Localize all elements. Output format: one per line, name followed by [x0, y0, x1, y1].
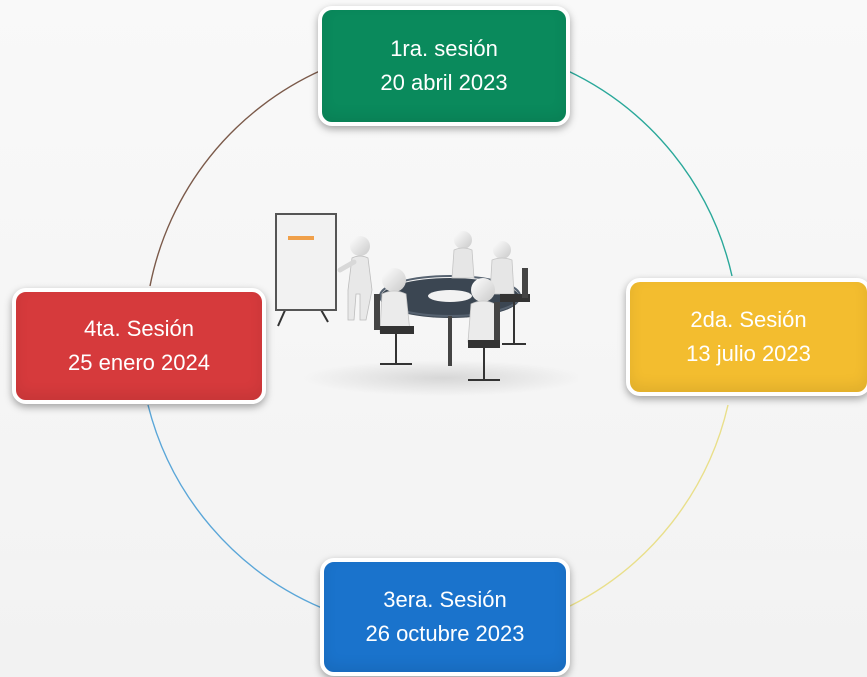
meeting-table-presentation-icon: [275, 213, 578, 396]
session-2-title: 2da. Sesión: [690, 306, 807, 332]
session-box-4: 4ta. Sesión 25 enero 2024: [12, 288, 266, 404]
connector-arc-3-4: [147, 404, 323, 609]
session-box-1: 1ra. sesión 20 abril 2023: [318, 6, 570, 126]
connector-arc-1-2: [565, 69, 733, 277]
presenter-figure: [337, 236, 373, 321]
flipchart: [275, 213, 337, 327]
session-1-date: 20 abril 2023: [380, 70, 508, 95]
session-box-2: 2da. Sesión 13 julio 2023: [626, 278, 867, 396]
session-4-date: 25 enero 2024: [68, 350, 210, 375]
seated-figures: [374, 231, 530, 381]
session-3-date: 26 octubre 2023: [365, 621, 525, 646]
session-2-date: 13 julio 2023: [686, 341, 811, 366]
session-1-title: 1ra. sesión: [390, 35, 498, 61]
session-4-title: 4ta. Sesión: [83, 315, 195, 341]
session-3-title: 3era. Sesión: [383, 586, 507, 612]
connector-arc-4-1: [149, 69, 323, 287]
session-box-3: 3era. Sesión 26 octubre 2023: [320, 558, 570, 676]
connector-arc-2-3: [569, 404, 729, 607]
